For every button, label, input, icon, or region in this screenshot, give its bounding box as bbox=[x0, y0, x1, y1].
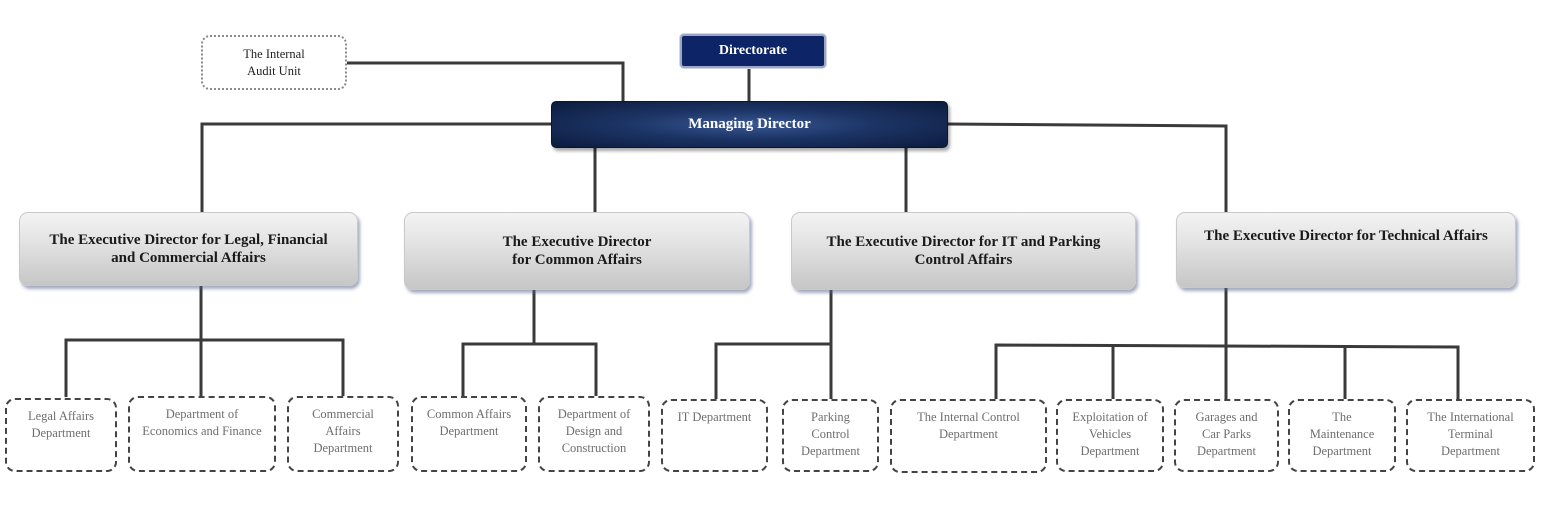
dept-maintenance-label: The Maintenance Department bbox=[1309, 410, 1375, 458]
exec-it-parking-box: The Executive Director for IT and Parkin… bbox=[791, 212, 1136, 290]
dept-common-affairs: Common Affairs Department bbox=[411, 396, 527, 472]
dept-legal-affairs: Legal Affairs Department bbox=[5, 398, 117, 472]
internal-audit-unit-label: The Internal Audit Unit bbox=[243, 46, 305, 78]
dept-economics-finance-label: Department of Economics and Finance bbox=[142, 407, 262, 438]
dept-internal-control-label: The Internal Control Department bbox=[917, 410, 1020, 441]
exec-technical-affairs-label: The Executive Director for Technical Aff… bbox=[1204, 228, 1488, 244]
exec-it-parking-label: The Executive Director for IT and Parkin… bbox=[826, 234, 1101, 268]
managing-director-label: Managing Director bbox=[688, 116, 811, 132]
dept-exploitation-vehicles-label: Exploitation of Vehicles Department bbox=[1072, 410, 1148, 458]
dept-commercial-affairs: Commercial Affairs Department bbox=[287, 396, 399, 472]
exec-legal-financial-commercial-label: The Executive Director for Legal, Financ… bbox=[49, 232, 328, 266]
dept-legal-affairs-label: Legal Affairs Department bbox=[27, 409, 95, 440]
dept-it: IT Department bbox=[661, 399, 768, 472]
exec-common-affairs-box: The Executive Director for Common Affair… bbox=[404, 212, 750, 290]
dept-maintenance: The Maintenance Department bbox=[1288, 399, 1396, 472]
dept-design-construction: Department of Design and Construction bbox=[538, 396, 650, 472]
dept-exploitation-vehicles: Exploitation of Vehicles Department bbox=[1056, 399, 1164, 472]
dept-common-affairs-label: Common Affairs Department bbox=[426, 407, 512, 438]
exec-legal-financial-commercial-box: The Executive Director for Legal, Financ… bbox=[19, 212, 358, 286]
dept-parking-control-label: Parking Control Department bbox=[800, 410, 860, 458]
dept-economics-finance: Department of Economics and Finance bbox=[128, 396, 276, 472]
dept-parking-control: Parking Control Department bbox=[782, 399, 879, 472]
dept-it-label: IT Department bbox=[677, 410, 752, 424]
dept-internal-control: The Internal Control Department bbox=[890, 399, 1047, 473]
dept-international-terminal-label: The International Terminal Department bbox=[1427, 410, 1514, 458]
internal-audit-unit-box: The Internal Audit Unit bbox=[201, 35, 347, 90]
exec-technical-affairs-box: The Executive Director for Technical Aff… bbox=[1176, 212, 1516, 288]
managing-director-box: Managing Director bbox=[551, 101, 948, 148]
dept-garages-car-parks-label: Garages and Car Parks Department bbox=[1195, 410, 1258, 458]
exec-common-affairs-label: The Executive Director for Common Affair… bbox=[502, 234, 652, 268]
dept-design-construction-label: Department of Design and Construction bbox=[557, 407, 631, 455]
directorate-box: Directorate bbox=[680, 34, 826, 68]
dept-garages-car-parks: Garages and Car Parks Department bbox=[1174, 399, 1279, 472]
dept-commercial-affairs-label: Commercial Affairs Department bbox=[312, 407, 374, 455]
directorate-label: Directorate bbox=[718, 43, 788, 58]
dept-international-terminal: The International Terminal Department bbox=[1406, 399, 1535, 472]
